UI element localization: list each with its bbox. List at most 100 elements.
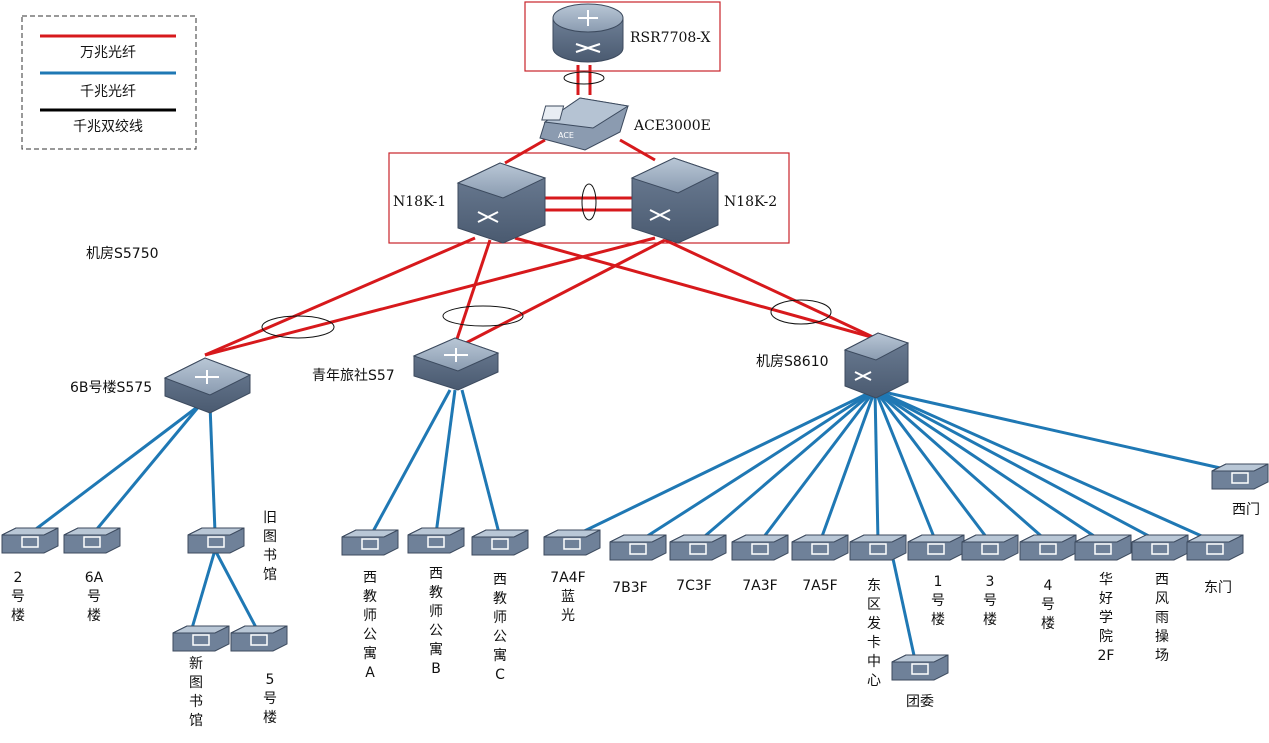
switch-port-icon [1151, 543, 1169, 555]
legend-ten-gig-label: 万兆光纤 [80, 45, 136, 61]
switch-port-icon [751, 543, 769, 555]
router-arrows-icon [575, 10, 601, 53]
ace-badge: ACE [558, 131, 574, 140]
access-switch-west[interactable] [1211, 463, 1269, 490]
router-label: RSR7708-X [630, 30, 711, 46]
switch-arrows-icon [195, 370, 219, 384]
switch-port-icon [83, 536, 101, 548]
core-switch-n18k-1[interactable] [456, 162, 547, 244]
access-label-xifeng: 西风雨操场 [1155, 572, 1169, 664]
room-s5750-label: 机房S5750 [86, 246, 159, 262]
access-switch-b2[interactable] [1, 527, 59, 554]
agg-6b-label: 6B号楼S575 [70, 380, 152, 396]
agg-switch-room-s8610[interactable] [843, 332, 910, 399]
legend-frame [21, 15, 197, 150]
access-switch-apb[interactable] [407, 527, 465, 554]
ace-label: ACE3000E [633, 118, 711, 134]
access-switch-b5[interactable] [230, 625, 288, 652]
access-switch-b3[interactable] [961, 534, 1019, 561]
switch-port-icon [207, 536, 225, 548]
agg-room-label: 机房S8610 [756, 354, 829, 370]
access-switches [1, 463, 1269, 681]
switch-port-icon [361, 538, 379, 550]
core1-label: N18K-1 [393, 194, 446, 210]
access-switch-league[interactable] [891, 654, 949, 681]
access-label-west: 西门 [1232, 502, 1260, 518]
ace3000e-appliance[interactable]: ACE [539, 97, 630, 151]
access-label-oldlib: 旧图书馆 [263, 510, 277, 583]
switch-port-icon [981, 543, 999, 555]
ten-gig-links [204, 65, 876, 357]
switch-port-icon [427, 536, 445, 548]
switch-cross-icon [649, 209, 671, 221]
switch-port-icon [21, 536, 39, 548]
agg-youth-label: 青年旅社S57 [312, 368, 395, 384]
core-frame [388, 152, 790, 244]
access-label-b7a3: 7A3F [742, 578, 777, 594]
access-switch-b7a5[interactable] [791, 534, 849, 561]
switch-port-icon [563, 538, 581, 550]
agg-switch-6b[interactable] [163, 357, 252, 414]
switch-port-icon [1094, 543, 1112, 555]
legend: 万兆光纤 千兆光纤 千兆双绞线 [21, 15, 197, 150]
ace-panel-icon [541, 105, 565, 121]
access-label-card: 东区发卡中心 [867, 578, 881, 689]
access-switch-apc[interactable] [471, 529, 529, 556]
switch-cross-icon [477, 211, 499, 223]
switch-port-icon [689, 543, 707, 555]
switch-port-icon [1231, 472, 1249, 484]
router-rsr7708x[interactable] [552, 3, 624, 63]
access-switch-b4[interactable] [1019, 534, 1077, 561]
router-frame [524, 1, 721, 72]
access-switch-card[interactable] [849, 534, 907, 561]
access-label-newlib: 新图书馆 [189, 656, 203, 729]
access-switch-b7b[interactable] [609, 534, 667, 561]
switch-port-icon [869, 543, 887, 555]
access-switch-east[interactable] [1186, 534, 1244, 561]
switch-port-icon [927, 543, 945, 555]
access-switch-b7a3[interactable] [731, 534, 789, 561]
access-label-b7a5: 7A5F [802, 578, 837, 594]
access-switch-b6a[interactable] [63, 527, 121, 554]
access-switch-b7a4[interactable] [543, 529, 601, 556]
gig-fiber-links [31, 388, 1239, 661]
access-label-league: 团委 [906, 694, 934, 710]
switch-port-icon [192, 634, 210, 646]
core-switch-n18k-2[interactable] [630, 157, 720, 244]
access-switch-huahao[interactable] [1074, 534, 1132, 561]
switch-arrows-icon [444, 348, 468, 362]
switch-port-icon [1206, 543, 1224, 555]
core2-label: N18K-2 [724, 194, 777, 210]
switch-port-icon [491, 538, 509, 550]
access-switch-b1[interactable] [907, 534, 965, 561]
access-switch-oldlib[interactable] [187, 527, 245, 554]
access-label-b7c: 7C3F [676, 578, 712, 594]
access-switch-b7c[interactable] [669, 534, 727, 561]
switch-port-icon [250, 634, 268, 646]
switch-port-icon [811, 543, 829, 555]
access-switch-newlib[interactable] [172, 625, 230, 652]
switch-port-icon [911, 663, 929, 675]
access-switch-xifeng[interactable] [1131, 534, 1189, 561]
switch-cross-icon [854, 371, 872, 381]
switch-port-icon [629, 543, 647, 555]
link-aggregation-marks [261, 71, 832, 339]
access-switch-apa[interactable] [341, 529, 399, 556]
agg-switch-youth-hostel[interactable] [412, 337, 500, 391]
legend-gig-fiber-label: 千兆光纤 [80, 84, 136, 100]
access-label-b7b: 7B3F [612, 580, 647, 596]
access-label-east: 东门 [1204, 580, 1232, 596]
legend-twisted-pair-label: 千兆双绞线 [73, 118, 143, 135]
